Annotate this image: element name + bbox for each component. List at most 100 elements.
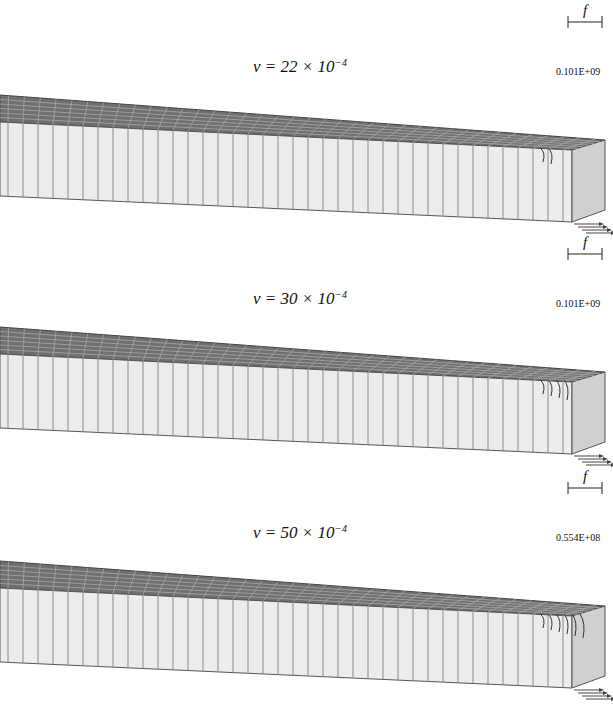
element-edge — [278, 368, 279, 441]
element-edge — [488, 146, 489, 218]
element-edge — [0, 104, 594, 143]
beam-end-face — [572, 140, 605, 222]
element-edge — [233, 365, 234, 438]
element-edge — [8, 122, 9, 196]
element-edge — [263, 367, 264, 440]
element-edge — [128, 360, 129, 434]
element-edge — [8, 354, 9, 428]
element-edge — [383, 373, 384, 446]
element-edge — [173, 130, 174, 203]
element-edge — [98, 359, 99, 433]
element-edge — [188, 363, 189, 436]
load-arrow — [582, 230, 608, 231]
element-edge — [458, 144, 459, 216]
load-arrow — [586, 465, 612, 466]
element-edge — [38, 590, 39, 664]
load-arrow — [578, 459, 604, 460]
beam-panel — [0, 482, 613, 701]
element-edge — [518, 613, 519, 685]
element-edge — [38, 356, 39, 430]
scale-tick — [602, 482, 603, 494]
element-edge — [563, 382, 564, 454]
deformation-line — [540, 614, 544, 628]
element-edge — [218, 599, 219, 672]
scale-bar — [568, 22, 602, 23]
element-edge — [218, 133, 219, 206]
element-edge — [0, 345, 583, 379]
load-arrow — [582, 462, 608, 463]
element-edge — [353, 605, 354, 678]
element-edge — [0, 118, 578, 149]
element-edge — [0, 336, 594, 375]
beam-panel — [0, 248, 613, 467]
load-arrow — [574, 456, 600, 457]
element-edge — [8, 588, 9, 662]
element-edge — [293, 602, 294, 675]
element-edge — [428, 143, 429, 216]
element-edge — [458, 610, 459, 682]
element-edge — [0, 584, 578, 615]
element-edge — [53, 357, 54, 431]
element-edge — [383, 607, 384, 680]
beam-front-face — [0, 122, 572, 222]
element-edge — [0, 109, 589, 146]
element-edge — [203, 132, 204, 205]
element-edge — [503, 379, 504, 451]
element-edge — [338, 139, 339, 212]
element-edge — [338, 371, 339, 444]
element-edge — [53, 125, 54, 199]
element-edge — [458, 376, 459, 448]
element-edge — [188, 597, 189, 670]
element-edge — [518, 147, 519, 219]
value-label: 0.554E+08 — [556, 533, 600, 543]
element-edge — [308, 603, 309, 676]
element-edge — [488, 612, 489, 684]
element-edge — [308, 137, 309, 210]
load-arrow — [578, 227, 604, 228]
beam-panel — [0, 16, 613, 235]
element-edge — [518, 379, 519, 451]
element-edge — [143, 129, 144, 203]
element-edge — [113, 360, 114, 434]
element-edge — [233, 133, 234, 206]
element-edge — [0, 575, 589, 612]
deformation-line — [548, 380, 552, 396]
element-edge — [488, 378, 489, 450]
element-edge — [308, 369, 309, 442]
element-edge — [128, 128, 129, 202]
element-edge — [0, 566, 600, 608]
element-edge — [368, 372, 369, 445]
element-edge — [353, 371, 354, 444]
velocity-label: v = 30 × 10−4 — [253, 290, 347, 307]
element-edge — [443, 144, 444, 216]
deformation-line — [564, 614, 568, 634]
element-edge — [203, 364, 204, 437]
deformation-line — [540, 380, 544, 394]
beam-end-face — [572, 372, 605, 454]
element-edge — [128, 594, 129, 668]
deformation-line — [556, 614, 560, 632]
load-arrow — [578, 693, 604, 694]
element-edge — [143, 361, 144, 435]
element-edge — [248, 600, 249, 673]
scale-bar — [568, 488, 602, 489]
element-edge — [68, 125, 69, 199]
element-edge — [428, 375, 429, 448]
element-edge — [113, 594, 114, 668]
load-arrow — [582, 696, 608, 697]
element-edge — [398, 373, 399, 446]
element-edge — [533, 380, 534, 452]
deformation-line — [548, 614, 552, 630]
element-edge — [548, 149, 549, 221]
element-edge — [473, 611, 474, 683]
element-edge — [323, 370, 324, 443]
value-label: 0.101E+09 — [556, 299, 600, 309]
element-edge — [173, 596, 174, 669]
element-edge — [413, 608, 414, 681]
element-edge — [158, 362, 159, 435]
element-edge — [83, 358, 84, 432]
element-edge — [98, 593, 99, 667]
element-edge — [0, 350, 578, 381]
element-edge — [443, 610, 444, 682]
